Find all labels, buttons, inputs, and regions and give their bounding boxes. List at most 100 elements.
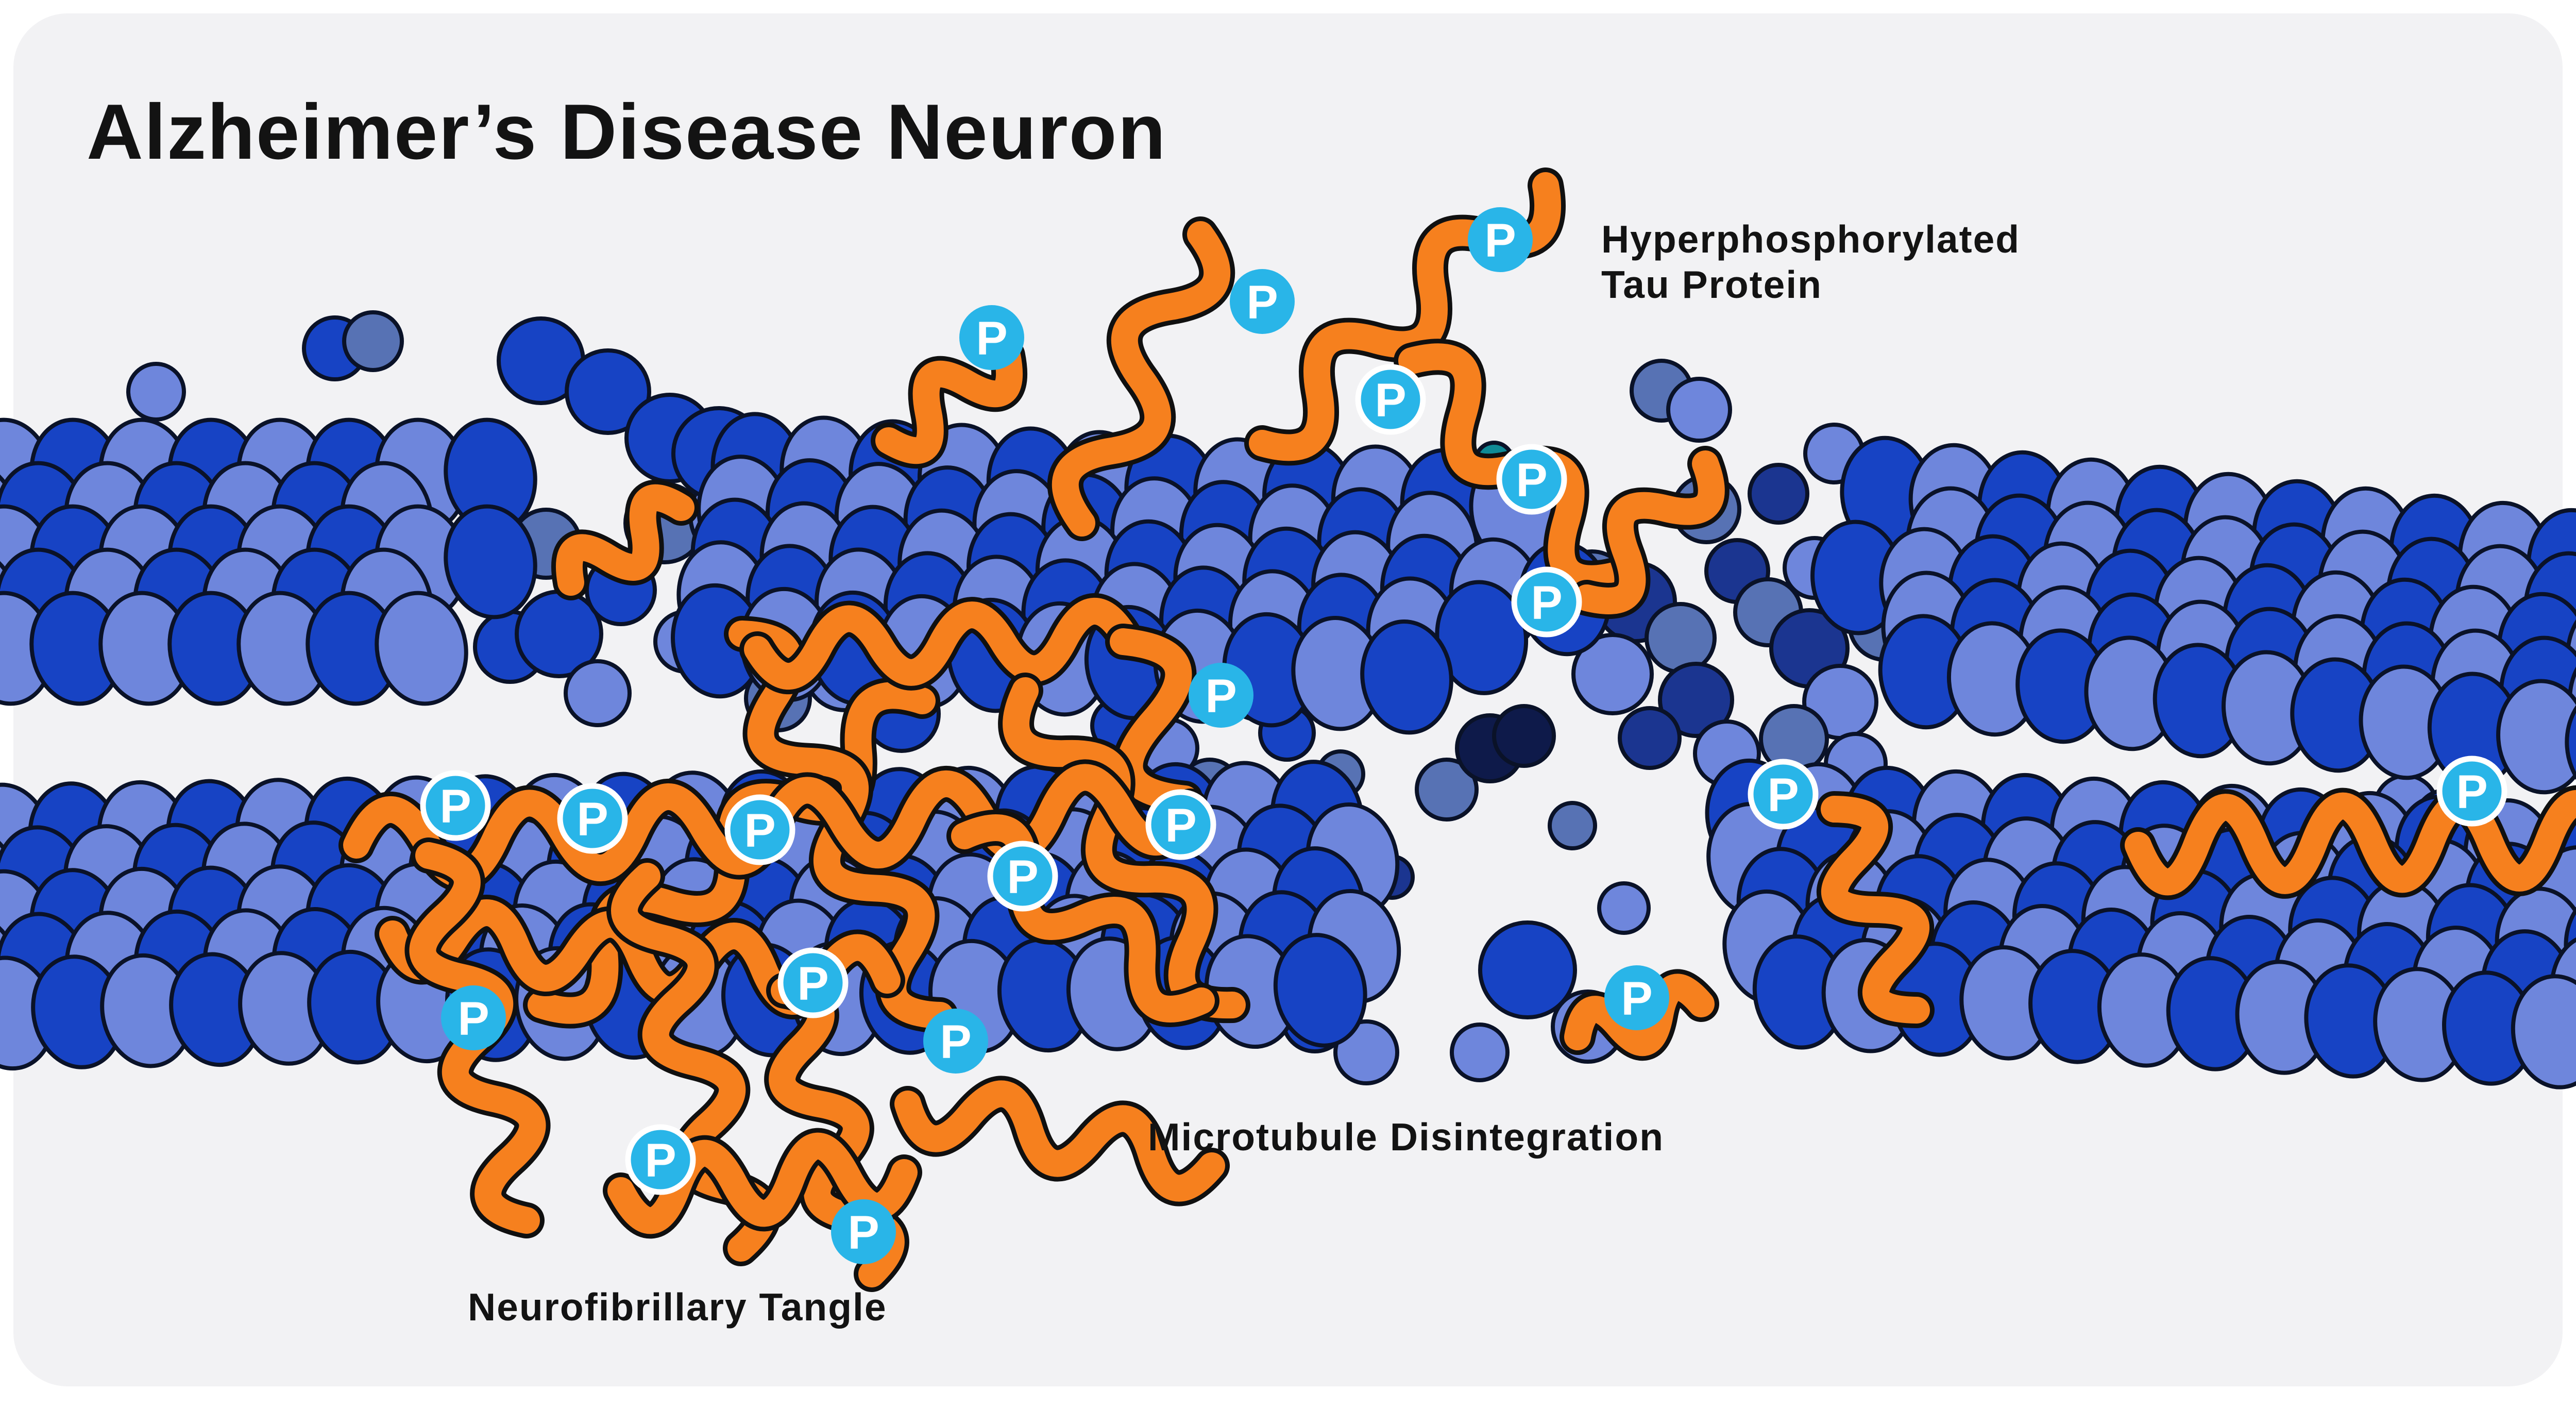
tau-protein bbox=[1047, 216, 1235, 541]
phosphate-circle bbox=[1496, 444, 1567, 515]
tau-protein bbox=[1560, 969, 1719, 1061]
phosphate-symbol: P bbox=[1621, 973, 1652, 1025]
tubulin-subunit bbox=[1360, 619, 1453, 735]
tubulin-subunit-free bbox=[1666, 377, 1732, 443]
phosphate-symbol: P bbox=[439, 780, 471, 833]
phosphate-circle bbox=[923, 1009, 988, 1074]
phosphate-circle bbox=[1145, 789, 1216, 860]
phosphate-marker: P bbox=[1230, 269, 1295, 334]
phosphate-circle bbox=[1230, 269, 1295, 334]
tubulin-subunit-free bbox=[1450, 1023, 1510, 1082]
tubulin-subunit bbox=[444, 504, 537, 619]
phosphate-marker: P bbox=[625, 1124, 696, 1195]
tau-protein bbox=[890, 1076, 1230, 1206]
phosphate-symbol: P bbox=[1767, 769, 1799, 822]
phosphate-circle bbox=[1604, 965, 1669, 1030]
tau-protein-body bbox=[2125, 790, 2576, 896]
tubulin-subunit-free bbox=[1597, 881, 1651, 935]
phosphate-symbol: P bbox=[1375, 374, 1406, 427]
phosphate-symbol: P bbox=[1531, 577, 1562, 629]
tau-protein-body bbox=[894, 1080, 1225, 1202]
phosphate-circle bbox=[987, 841, 1058, 912]
tau-protein bbox=[1105, 624, 1203, 817]
tubulin-subunit-free bbox=[565, 348, 651, 435]
phosphate-marker: P bbox=[987, 841, 1058, 912]
tau-protein bbox=[551, 479, 699, 600]
phosphate-symbol: P bbox=[1205, 670, 1236, 723]
tubulin-subunit-free bbox=[1618, 706, 1682, 770]
phosphate-circle bbox=[557, 783, 628, 854]
phosphate-circle bbox=[1468, 207, 1533, 272]
tau-protein-body bbox=[1003, 677, 1246, 1019]
phosphate-marker: P bbox=[420, 770, 491, 841]
tubulin-subunit-free bbox=[1492, 704, 1556, 768]
tubulin-subunit bbox=[2565, 686, 2576, 802]
phosphate-symbol: P bbox=[848, 1206, 879, 1259]
tau-protein bbox=[871, 338, 1027, 469]
tubulin-subunit bbox=[1273, 933, 1367, 1048]
page-title: Alzheimer’s Disease Neuron bbox=[87, 88, 1166, 176]
tau-protein-body bbox=[1564, 974, 1715, 1057]
tau-protein bbox=[2120, 785, 2576, 900]
phosphate-symbol: P bbox=[1484, 214, 1516, 267]
tau-protein-body bbox=[607, 1132, 918, 1234]
phosphate-circle bbox=[1189, 663, 1253, 728]
tau-protein-body bbox=[1573, 450, 1725, 614]
phosphate-symbol: P bbox=[976, 312, 1007, 365]
microtubules bbox=[0, 412, 2576, 1089]
tubulin-subunit bbox=[2511, 974, 2576, 1089]
phosphate-marker: P bbox=[441, 985, 506, 1050]
phosphate-marker: P bbox=[1189, 663, 1253, 728]
phosphate-marker: P bbox=[1748, 759, 1819, 830]
phosphate-circle bbox=[441, 985, 506, 1050]
phosphate-marker: P bbox=[959, 305, 1024, 370]
phosphate-marker: P bbox=[557, 783, 628, 854]
tubulin-subunit-free bbox=[564, 659, 632, 727]
phosphate-marker: P bbox=[1468, 207, 1533, 272]
phosphate-circle bbox=[1511, 566, 1582, 638]
tubulin-subunit-free bbox=[126, 362, 186, 422]
label-neurofibrillary-tangle: Neurofibrillary Tangle bbox=[468, 1285, 887, 1329]
tau-protein-body bbox=[1821, 796, 1930, 1024]
tau-protein bbox=[998, 673, 1250, 1024]
phosphate-symbol: P bbox=[744, 804, 775, 857]
label-microtubule-disintegration: Microtubule Disintegration bbox=[1148, 1115, 1664, 1159]
tau-protein bbox=[739, 593, 1144, 694]
microtubule-segment-top-left bbox=[0, 417, 537, 706]
tubulin-subunit-free bbox=[1748, 463, 1809, 525]
phosphate-symbol: P bbox=[645, 1134, 676, 1187]
phosphate-symbol: P bbox=[577, 793, 608, 846]
tubulin-subunit-free bbox=[1658, 662, 1734, 738]
microtubule-segment-top-right bbox=[1810, 435, 2576, 802]
label-hyperphosphorylated-tau-line1: Hyperphosphorylated bbox=[1601, 217, 2020, 261]
phosphate-marker: P bbox=[831, 1199, 896, 1264]
phosphate-circle bbox=[1748, 759, 1819, 830]
phosphate-circle bbox=[777, 947, 849, 1018]
phosphate-circle bbox=[724, 794, 795, 865]
phosphate-marker: P bbox=[1496, 444, 1567, 515]
phosphate-marker: P bbox=[1604, 965, 1669, 1030]
phosphate-symbol: P bbox=[1246, 276, 1278, 329]
tau-protein-body bbox=[744, 598, 1139, 690]
phosphate-marker: P bbox=[1145, 789, 1216, 860]
tau-protein-body bbox=[1110, 628, 1198, 812]
phosphate-circle bbox=[1355, 364, 1426, 435]
tubulin-subunit-free bbox=[1548, 801, 1597, 850]
phosphate-symbol: P bbox=[797, 958, 828, 1010]
tau-protein bbox=[603, 1128, 922, 1239]
phosphate-marker: P bbox=[1511, 566, 1582, 638]
phosphate-marker: P bbox=[2436, 756, 2507, 827]
tau-protein-body bbox=[555, 484, 694, 596]
phosphate-circle bbox=[831, 1199, 896, 1264]
phosphate-marker: P bbox=[1355, 364, 1426, 435]
phosphate-circle bbox=[625, 1124, 696, 1195]
label-hyperphosphorylated-tau-line2: Tau Protein bbox=[1601, 263, 1822, 306]
phosphate-circle bbox=[959, 305, 1024, 370]
phosphate-symbol: P bbox=[2456, 766, 2487, 818]
phosphate-symbol: P bbox=[457, 993, 489, 1045]
phosphate-marker: P bbox=[777, 947, 849, 1018]
tau-protein bbox=[1569, 446, 1730, 619]
